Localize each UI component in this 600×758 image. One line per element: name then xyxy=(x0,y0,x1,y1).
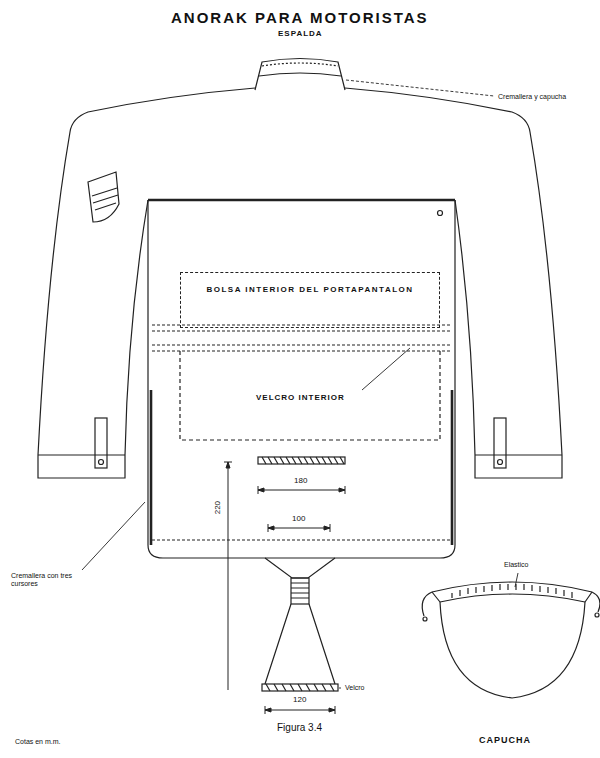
dimension-value: 180 xyxy=(293,476,308,485)
jacket-outline-part xyxy=(266,684,334,691)
hood-drawing-part xyxy=(440,594,585,602)
callout-text: Elastico xyxy=(503,561,530,569)
jacket-outline-part xyxy=(265,604,335,684)
drawing-title: ANORAK PARA MOTORISTAS xyxy=(171,9,429,26)
jacket-outline-part xyxy=(92,188,118,210)
jacket-outline-part xyxy=(291,578,309,604)
jacket-outline xyxy=(38,59,562,692)
jacket-outline-part xyxy=(498,460,503,465)
hood-drawing-part xyxy=(592,592,600,612)
leader-lines-part xyxy=(346,80,494,96)
hood-drawing-part xyxy=(422,592,432,616)
figure-caption: Figura 3.4 xyxy=(277,722,322,734)
jacket-outline-part xyxy=(438,211,443,216)
hood-drawing xyxy=(422,582,600,698)
jacket-outline-part xyxy=(494,418,506,468)
hood-drawing-part xyxy=(423,617,427,621)
jacket-outline-part xyxy=(262,63,338,66)
jacket-outline-part xyxy=(38,454,125,455)
jacket-outline-part xyxy=(148,199,455,201)
dimension-lines-part xyxy=(226,462,230,468)
hood-drawing-part xyxy=(432,582,592,592)
view-name: CAPUCHA xyxy=(478,735,532,745)
dimension-lines-part xyxy=(265,708,335,712)
jacket-outline-part xyxy=(262,684,338,691)
callout-text: Cremallera con tres cursores xyxy=(10,572,84,588)
dimension-value: 220 xyxy=(213,500,222,515)
jacket-outline-part xyxy=(262,457,344,464)
jacket-outline-part xyxy=(258,457,345,464)
dimension-lines-part xyxy=(224,462,232,690)
jacket-outline-part xyxy=(475,454,562,455)
callout-text: Cremallera y capucha xyxy=(497,93,567,101)
jacket-outline-part xyxy=(148,200,455,558)
hood-drawing-part xyxy=(440,602,585,698)
dimension-value: 100 xyxy=(291,514,306,523)
dimension-lines-part xyxy=(265,706,335,714)
dimension-lines-part xyxy=(268,526,330,530)
leader-lines-part xyxy=(362,348,410,390)
pocket-label: BOLSA INTERIOR DEL PORTAPANTALON xyxy=(187,285,433,294)
jacket-outline-part xyxy=(150,390,153,545)
jacket-outline-part xyxy=(255,59,345,91)
pocket-outline: BOLSA INTERIOR DEL PORTAPANTALON xyxy=(180,272,440,328)
jacket-outline-part xyxy=(265,558,335,578)
jacket-outline-part xyxy=(152,324,451,325)
dimension-lines-part xyxy=(268,524,330,532)
hood-drawing-part xyxy=(595,613,599,617)
leader-lines-part xyxy=(339,688,341,689)
jacket-outline-part xyxy=(152,539,451,540)
units-note: Cotas en m.m. xyxy=(14,738,62,746)
leader-lines-part xyxy=(82,502,145,570)
jacket-outline-part xyxy=(345,88,562,478)
hood-drawing-part xyxy=(452,584,572,598)
jacket-outline-part xyxy=(99,460,104,465)
jacket-outline-part xyxy=(152,330,451,331)
jacket-outline-part xyxy=(38,88,255,478)
jacket-outline-part xyxy=(95,418,107,468)
dimension-lines-part xyxy=(258,486,345,494)
view-name: ESPALDA xyxy=(277,29,324,38)
dimension-lines xyxy=(224,462,345,714)
dimension-value: 120 xyxy=(292,695,307,704)
jacket-outline-part xyxy=(291,583,309,598)
callout-text: VELCRO INTERIOR xyxy=(255,393,346,402)
dimension-lines-part xyxy=(258,488,345,492)
jacket-outline-part xyxy=(180,351,440,440)
jacket-outline-part xyxy=(451,390,454,545)
hood-drawing-part xyxy=(432,592,592,602)
callout-text: Velcro xyxy=(344,684,365,692)
jacket-outline-part xyxy=(152,344,451,345)
jacket-outline-part xyxy=(88,172,119,222)
jacket-outline-part xyxy=(259,73,341,76)
